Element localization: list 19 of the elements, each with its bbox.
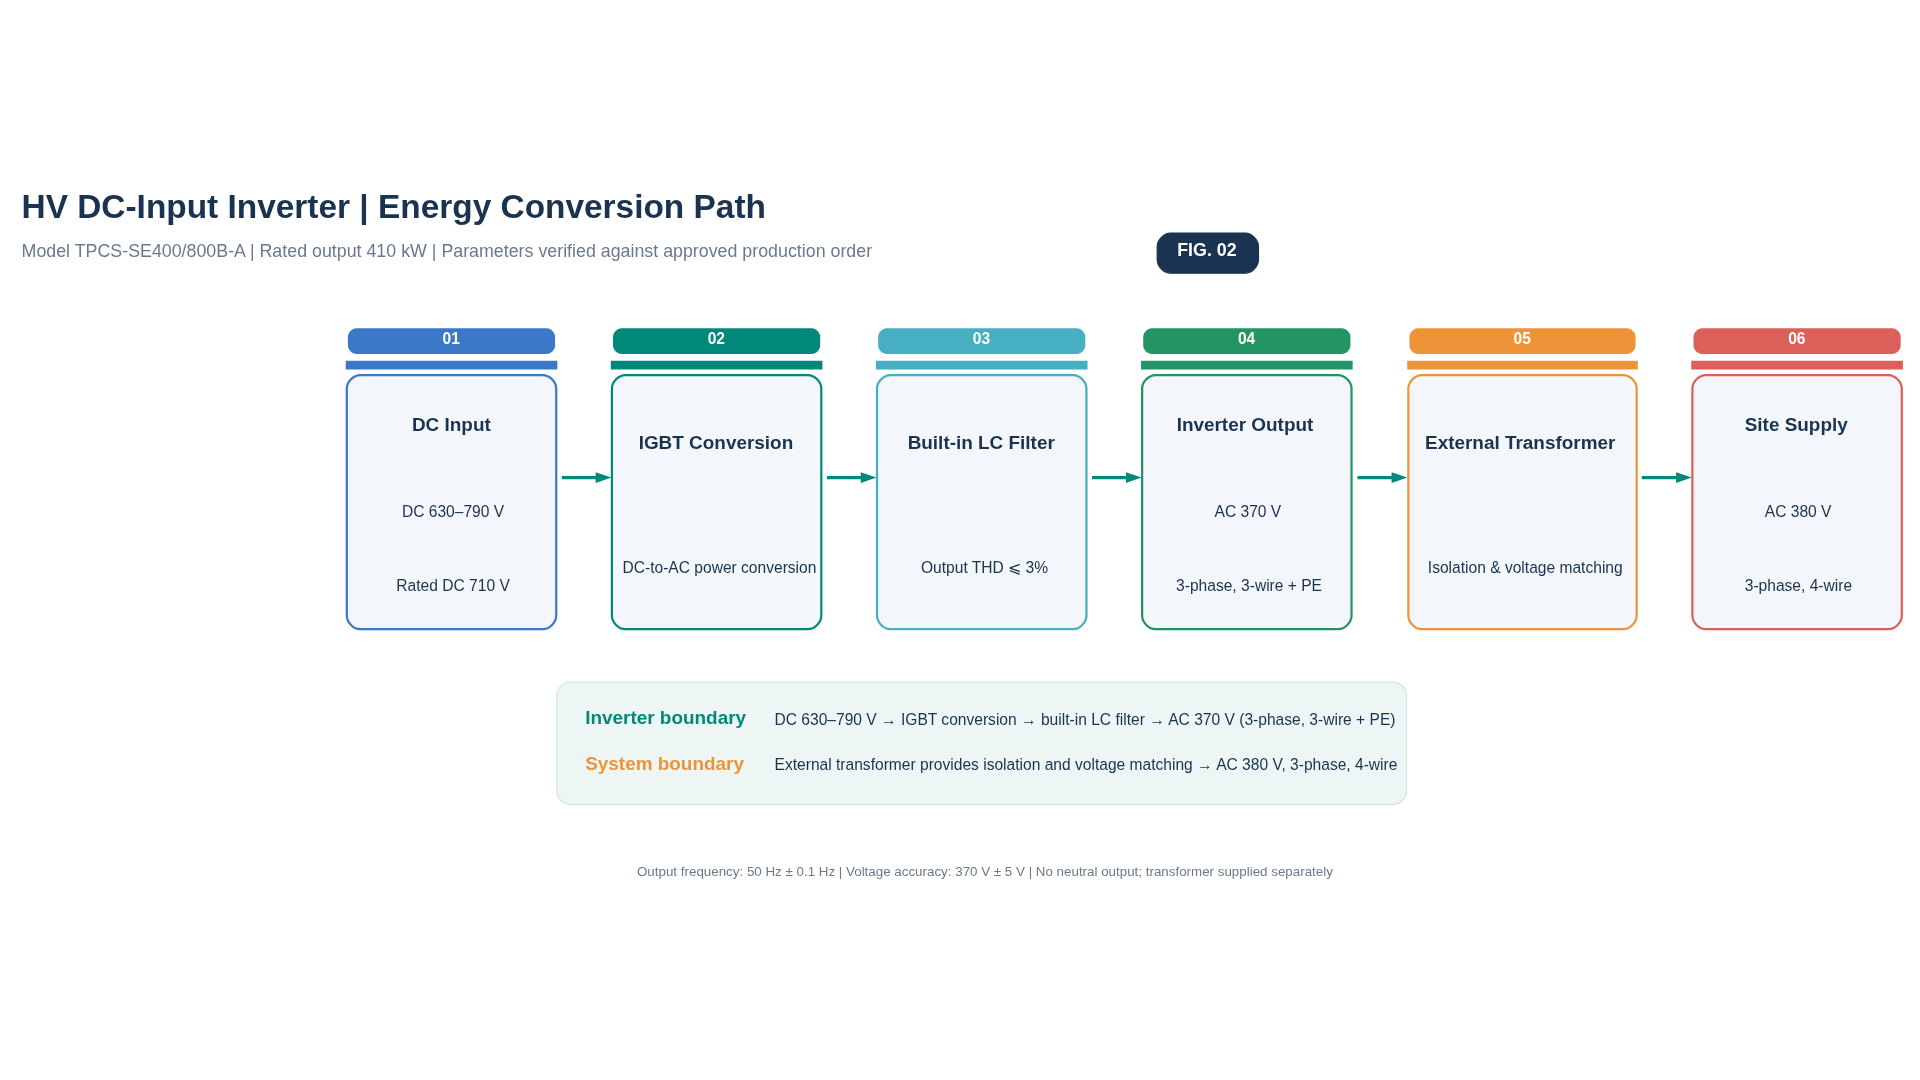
label: FIG. 02 — [1177, 240, 1237, 261]
node-label: 02 — [707, 330, 726, 348]
label: Model TPCS-SE400/800B-A | Rated output 410 kW | Parameters verified against approved production order — [21, 241, 873, 262]
node-label: 01 — [442, 330, 460, 348]
arrow — [1641, 472, 1692, 484]
node-label: 06 — [1788, 330, 1806, 348]
arrow — [826, 472, 877, 484]
node-label: 04 — [1237, 330, 1256, 348]
diagram-title: HV DC-Input Inverter | Energy Conversion Path — [21, 187, 766, 225]
label: Output frequency: 50 Hz ± 0.1 Hz | Voltage accuracy: 370 V ± 5 V | No neutral output; transformer supplied separately — [636, 863, 1333, 879]
arrow — [561, 472, 612, 484]
label: Inverter boundary — [585, 706, 747, 728]
node-label: 03 — [972, 330, 991, 348]
arrow — [1092, 472, 1142, 484]
label: External transformer provides isolation and voltage matching → AC 380 V, 3-phase, 4-wire — [774, 756, 1398, 774]
label: DC 630–790 V → IGBT conversion → built-in LC filter → AC 370 V (3-phase, 3-wire + PE) — [774, 710, 1396, 728]
node-label: 05 — [1513, 330, 1531, 348]
label: System boundary — [585, 752, 744, 774]
arrow — [1357, 472, 1408, 484]
